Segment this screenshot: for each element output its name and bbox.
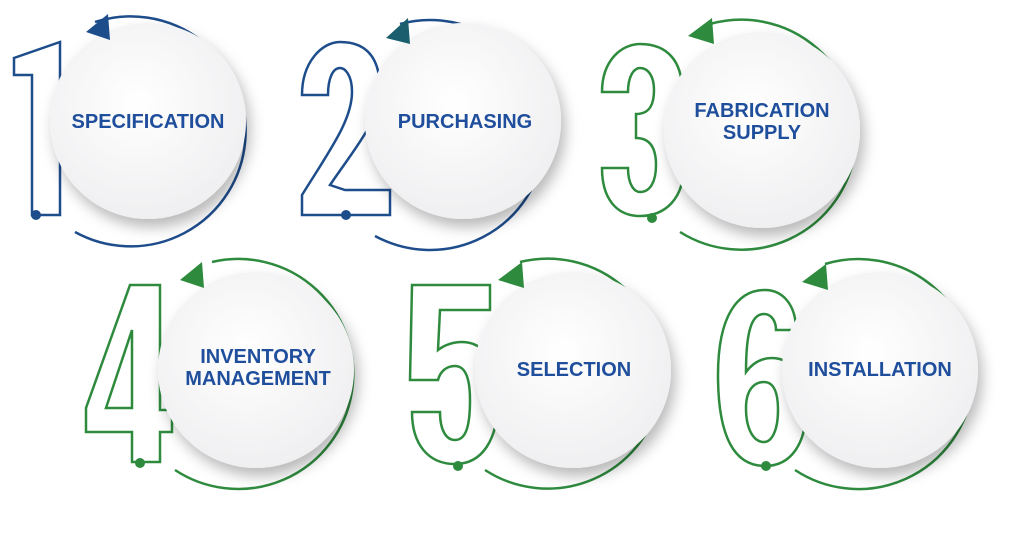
step-2-label: PURCHASING bbox=[397, 111, 533, 133]
step-2-dot bbox=[341, 210, 351, 220]
step-5 bbox=[408, 257, 671, 490]
step-1-number-outline bbox=[12, 40, 62, 217]
step-1-disc bbox=[50, 23, 246, 219]
step-1-label: SPECIFICATION bbox=[71, 111, 225, 133]
step-4-label: INVENTORY MANAGEMENT bbox=[185, 346, 331, 390]
step-6 bbox=[716, 257, 978, 491]
step-4-disc bbox=[158, 272, 354, 468]
step-1-dot bbox=[31, 210, 41, 220]
step-2-arrow-icon bbox=[386, 18, 410, 44]
step-4 bbox=[84, 257, 355, 491]
step-1 bbox=[12, 14, 247, 248]
step-1-arrow-icon bbox=[86, 14, 110, 40]
step-5-disc bbox=[475, 272, 671, 468]
step-5-label: SELECTION bbox=[516, 359, 632, 381]
step-5-arrow-icon bbox=[498, 262, 524, 288]
step-3-label: FABRICATION SUPPLY bbox=[694, 100, 830, 144]
step-4-dot bbox=[135, 458, 145, 468]
step-5-dot bbox=[453, 461, 463, 471]
step-6-disc bbox=[782, 272, 978, 468]
step-3-dot bbox=[647, 213, 657, 223]
step-2-disc bbox=[365, 23, 561, 219]
step-2 bbox=[300, 18, 561, 252]
step-6-dot bbox=[761, 461, 771, 471]
step-1-ring bbox=[74, 15, 247, 248]
step-2-number-outline bbox=[300, 40, 392, 217]
step-5-number-outline bbox=[408, 283, 500, 466]
step-4-arrow-icon bbox=[180, 262, 204, 288]
step-6-arrow-icon bbox=[802, 264, 828, 290]
step-3-disc bbox=[664, 32, 860, 228]
step-6-label: INSTALLATION bbox=[808, 359, 952, 381]
step-4-ring bbox=[174, 257, 355, 491]
step-3 bbox=[600, 18, 860, 251]
step-3-arrow-icon bbox=[688, 18, 714, 44]
